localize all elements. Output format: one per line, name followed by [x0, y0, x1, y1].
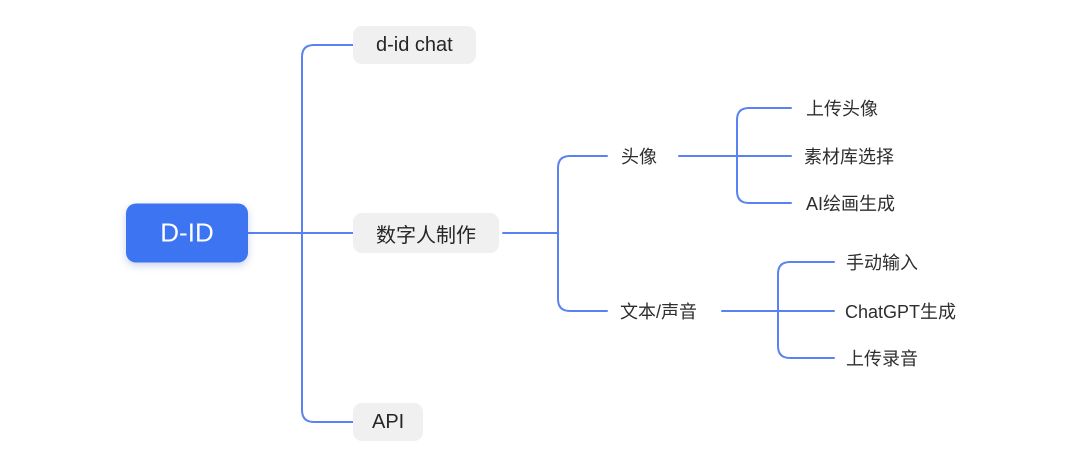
node-ai-painting-generate[interactable]: AI绘画生成: [806, 194, 896, 214]
node-manual-input[interactable]: 手动输入: [846, 253, 918, 273]
connector-trunk-level2: [557, 155, 608, 312]
node-avatar[interactable]: 头像: [621, 147, 657, 167]
node-text-voice[interactable]: 文本/声音: [620, 302, 698, 322]
node-d-id-chat[interactable]: d-id chat: [353, 26, 476, 64]
node-material-library-select[interactable]: 素材库选择: [804, 147, 894, 167]
connector-trunk-avatar-children: [736, 107, 792, 204]
node-digital-human-production[interactable]: 数字人制作: [353, 213, 499, 253]
connector-trunk-level1: [301, 44, 354, 423]
connector-trunk-textvoice-children: [777, 261, 835, 359]
node-upload-recording[interactable]: 上传录音: [846, 349, 918, 369]
node-d-id-root[interactable]: D-ID: [126, 203, 248, 263]
node-chatgpt-generate[interactable]: ChatGPT生成: [845, 302, 957, 322]
node-upload-avatar[interactable]: 上传头像: [806, 99, 878, 119]
node-api[interactable]: API: [353, 403, 424, 441]
